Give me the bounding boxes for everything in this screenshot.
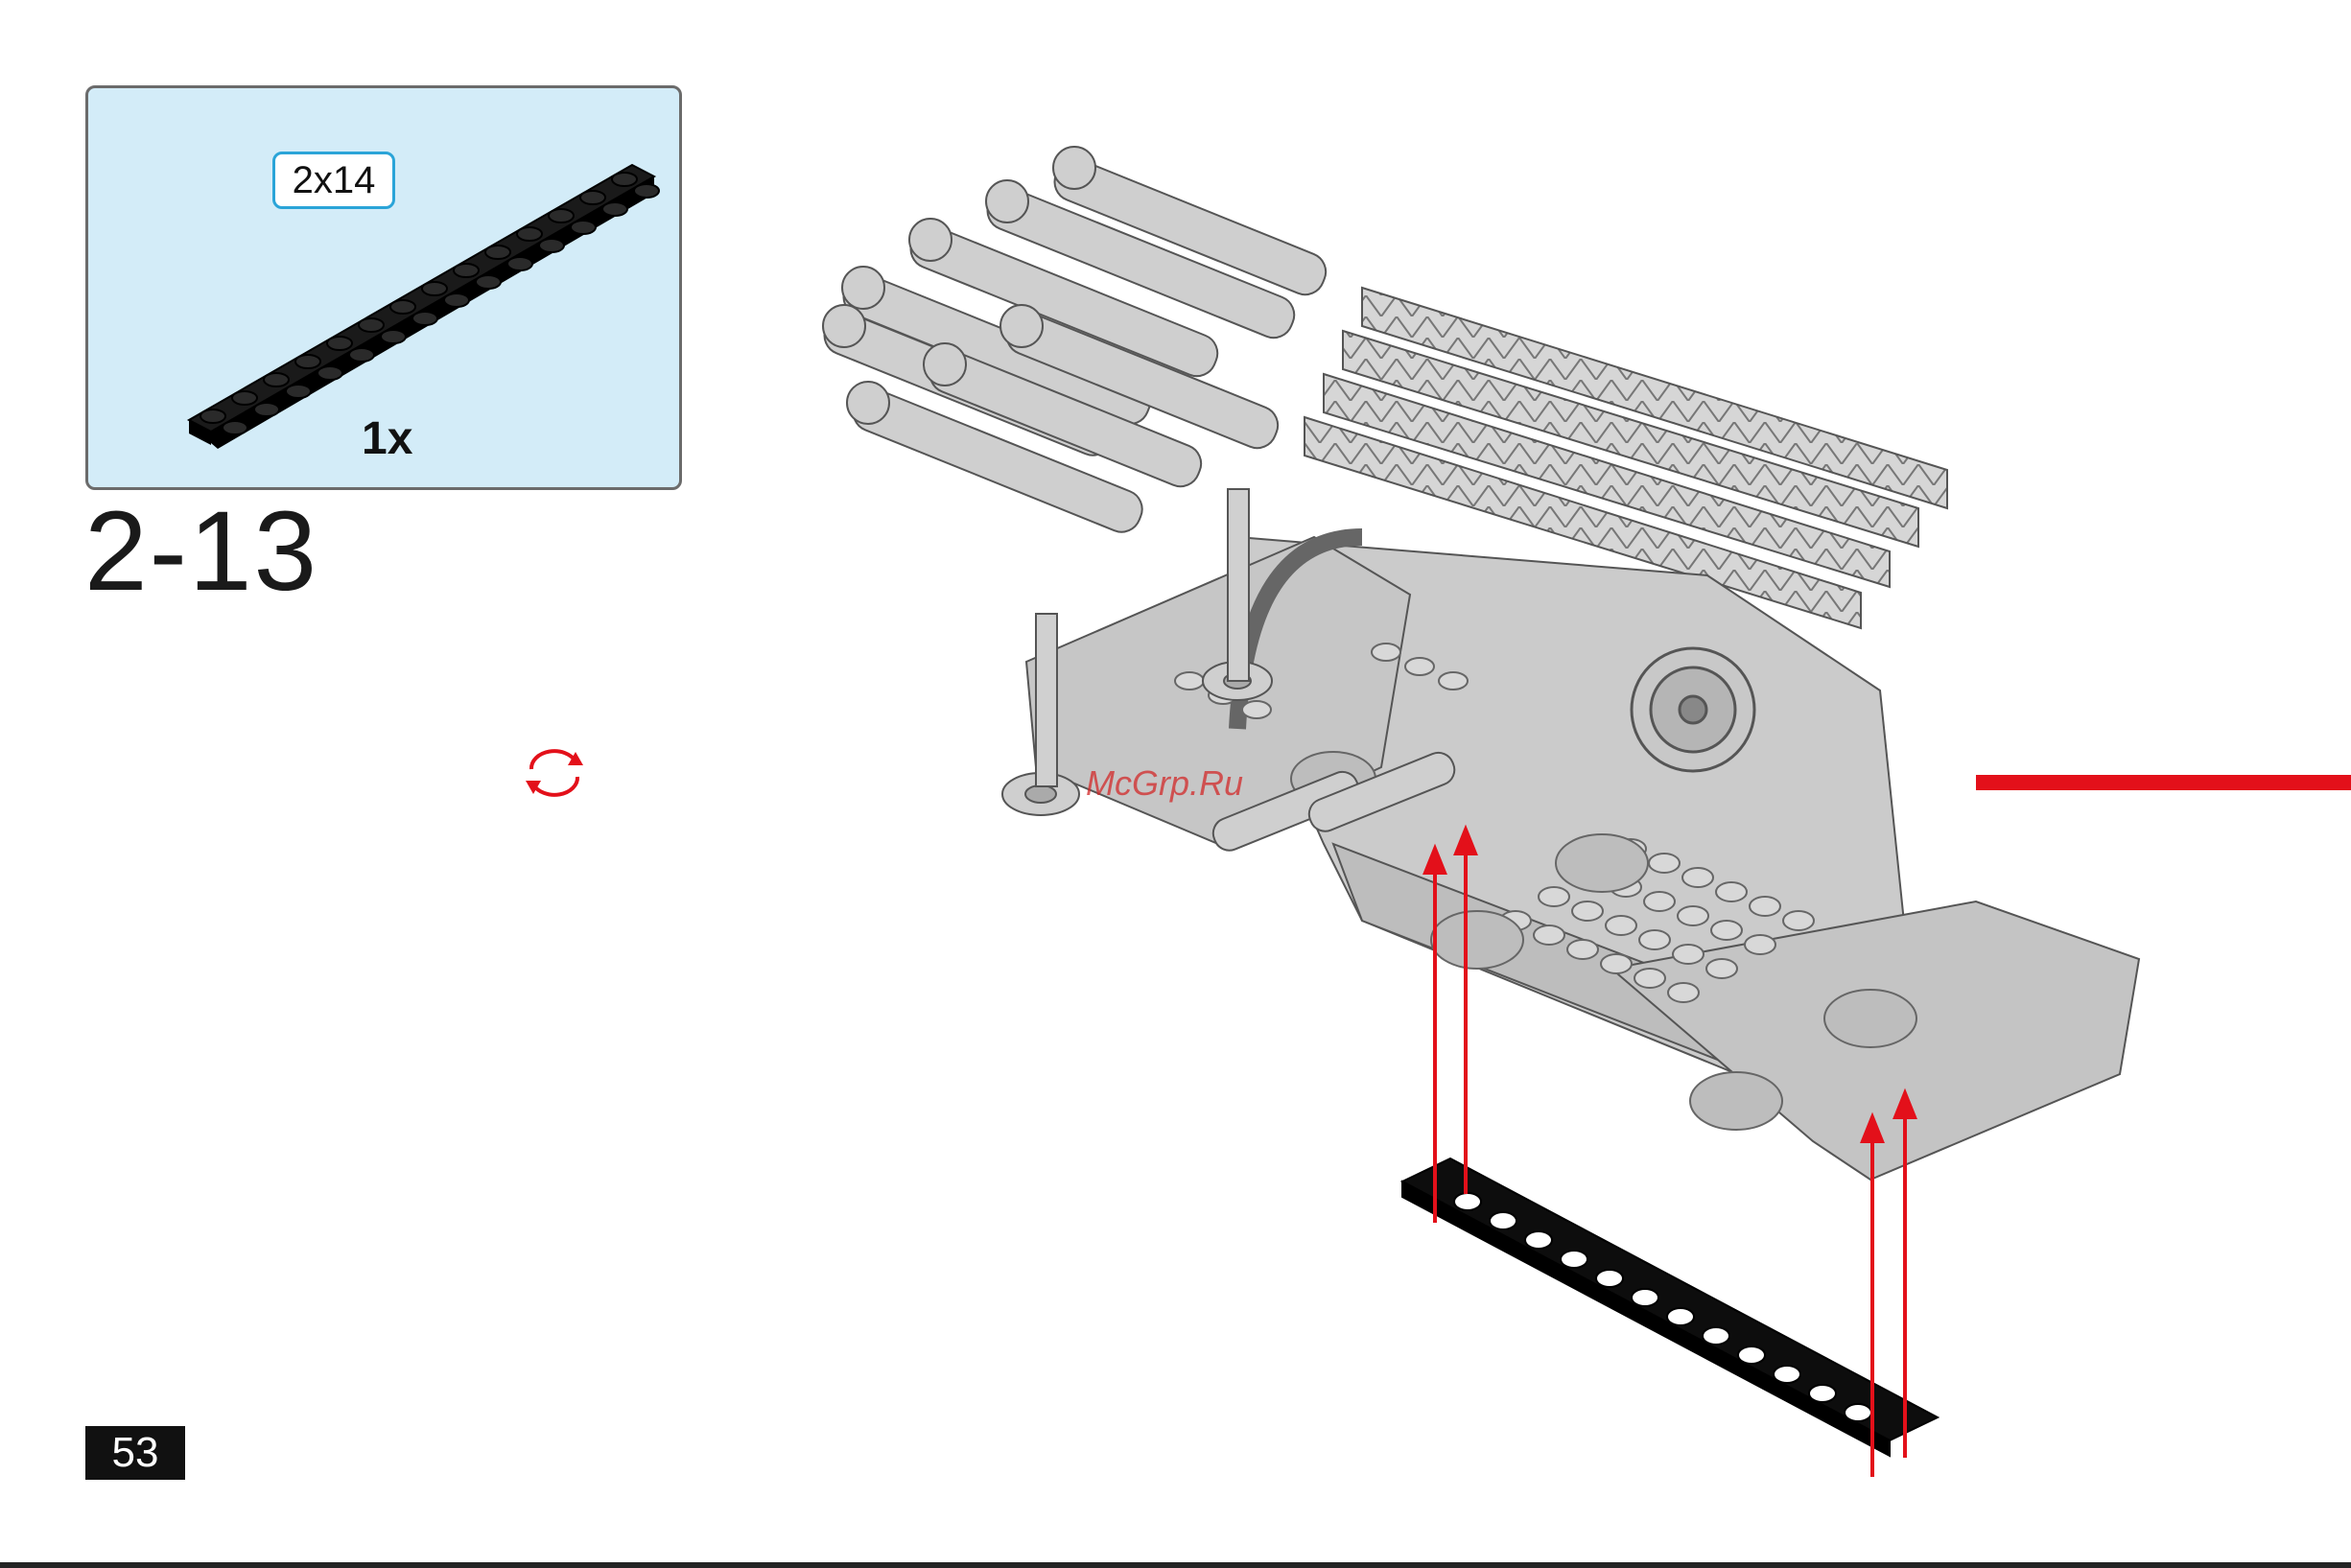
gear (1632, 648, 1754, 771)
cylinder-cluster (819, 147, 1332, 538)
page-number: 53 (85, 1426, 185, 1480)
bottom-rule (0, 1562, 2351, 1568)
step-indicator-bar (1976, 775, 2351, 790)
plate-2x14-attaching (1402, 1158, 1938, 1456)
watermark: McGrp.Ru (1086, 763, 1243, 804)
